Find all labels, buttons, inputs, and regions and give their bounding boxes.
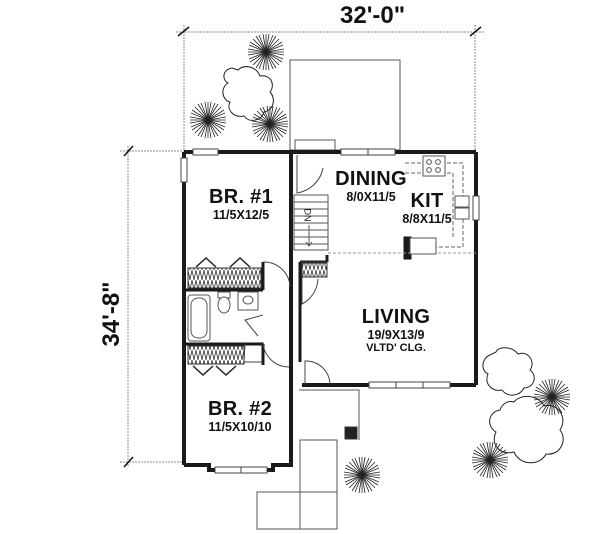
room-br2-size: 11/5X10/10 <box>208 420 272 434</box>
overall-depth-dimension: 34'-8" <box>98 281 125 347</box>
bifold-doors <box>192 256 251 377</box>
depth-dimension-line <box>120 146 185 467</box>
room-br1-size: 11/5X12/5 <box>212 208 270 222</box>
closet-br1 <box>187 267 262 289</box>
room-living-name: LIVING <box>361 306 431 328</box>
rear-patio <box>289 59 401 153</box>
room-br1-name: BR. #1 <box>208 186 274 208</box>
stairs <box>293 194 329 251</box>
windows <box>180 148 480 474</box>
room-kit-name: KIT <box>410 190 444 212</box>
overall-width-dimension: 32'-0" <box>340 2 406 29</box>
room-dining-size: 8/0X11/5 <box>346 190 396 204</box>
closet-br2 <box>187 345 245 365</box>
room-br2-name: BR. #2 <box>207 398 273 420</box>
refrigerator <box>409 237 437 255</box>
stair-down-label: DN <box>302 208 313 222</box>
room-living-size: 19/9X13/9 <box>367 328 425 342</box>
room-kit-size: 8/8X11/5 <box>402 212 452 226</box>
closet-hall <box>301 261 328 278</box>
landscape-trees <box>222 66 564 464</box>
door-swings <box>262 155 331 386</box>
width-dimension-line <box>176 25 485 150</box>
room-living-note: VLTD' CLG. <box>366 342 426 354</box>
front-walk <box>256 389 360 530</box>
light-post <box>344 426 358 440</box>
bathroom-fixtures <box>187 291 259 342</box>
room-dining-name: DINING <box>335 168 407 190</box>
sink <box>454 195 470 208</box>
range <box>422 155 446 177</box>
